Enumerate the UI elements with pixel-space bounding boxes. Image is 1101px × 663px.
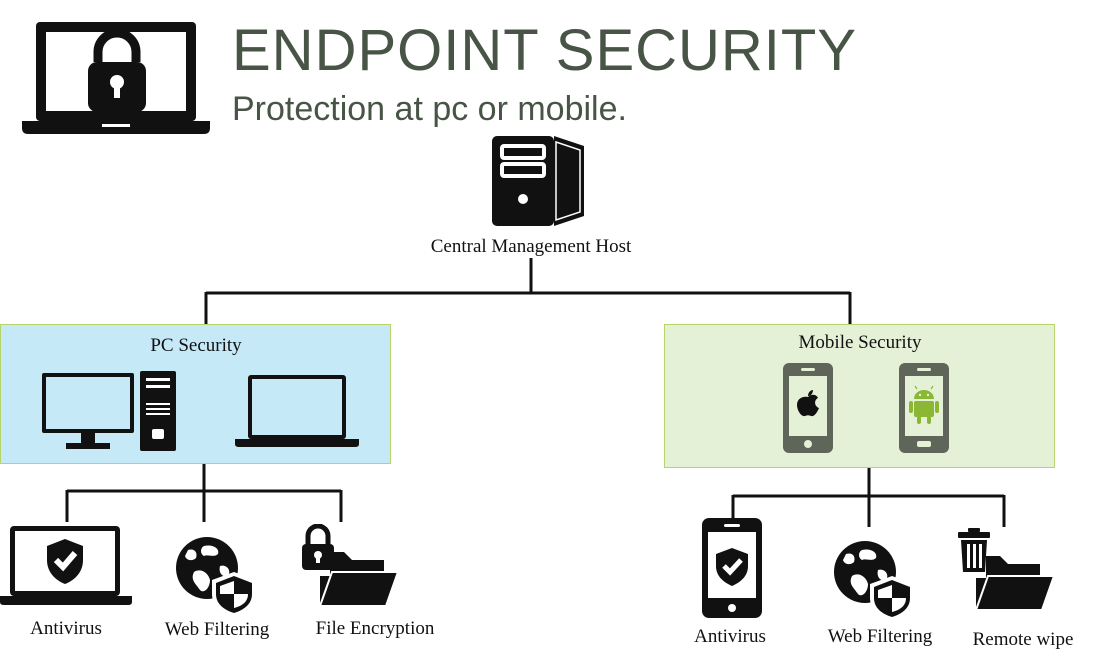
lock-folder-icon [302,524,400,607]
mobile-remote-wipe-label: Remote wipe [972,629,1074,650]
central-host-label: Central Management Host [430,236,632,257]
globe-shield-icon [834,541,914,620]
globe-shield-icon [176,537,256,616]
trash-folder-icon [958,528,1056,611]
mobile-web-filtering-label: Web Filtering [827,626,933,647]
pc-file-encryption-label: File Encryption [315,618,435,639]
mobile-antivirus-label: Antivirus [694,626,766,647]
laptop-lock-icon [22,22,210,134]
mobile-security-title: Mobile Security [798,332,922,353]
mobile-security-panel: Mobile Security [664,324,1055,468]
iphone-icon [783,363,833,453]
page-title: ENDPOINT SECURITY [232,18,858,83]
phone-shield-check-icon [702,518,762,618]
android-phone-icon [899,363,949,453]
page-subtitle: Protection at pc or mobile. [232,90,627,128]
pc-security-panel: PC Security [0,324,391,464]
server-icon [492,136,584,226]
laptop-icon [235,375,359,447]
pc-antivirus-label: Antivirus [30,618,102,639]
pc-web-filtering-label: Web Filtering [164,619,270,640]
laptop-shield-check-icon [0,526,132,605]
desktop-monitor-icon [42,373,134,449]
desktop-tower-icon [140,371,176,451]
pc-security-title: PC Security [150,335,242,356]
